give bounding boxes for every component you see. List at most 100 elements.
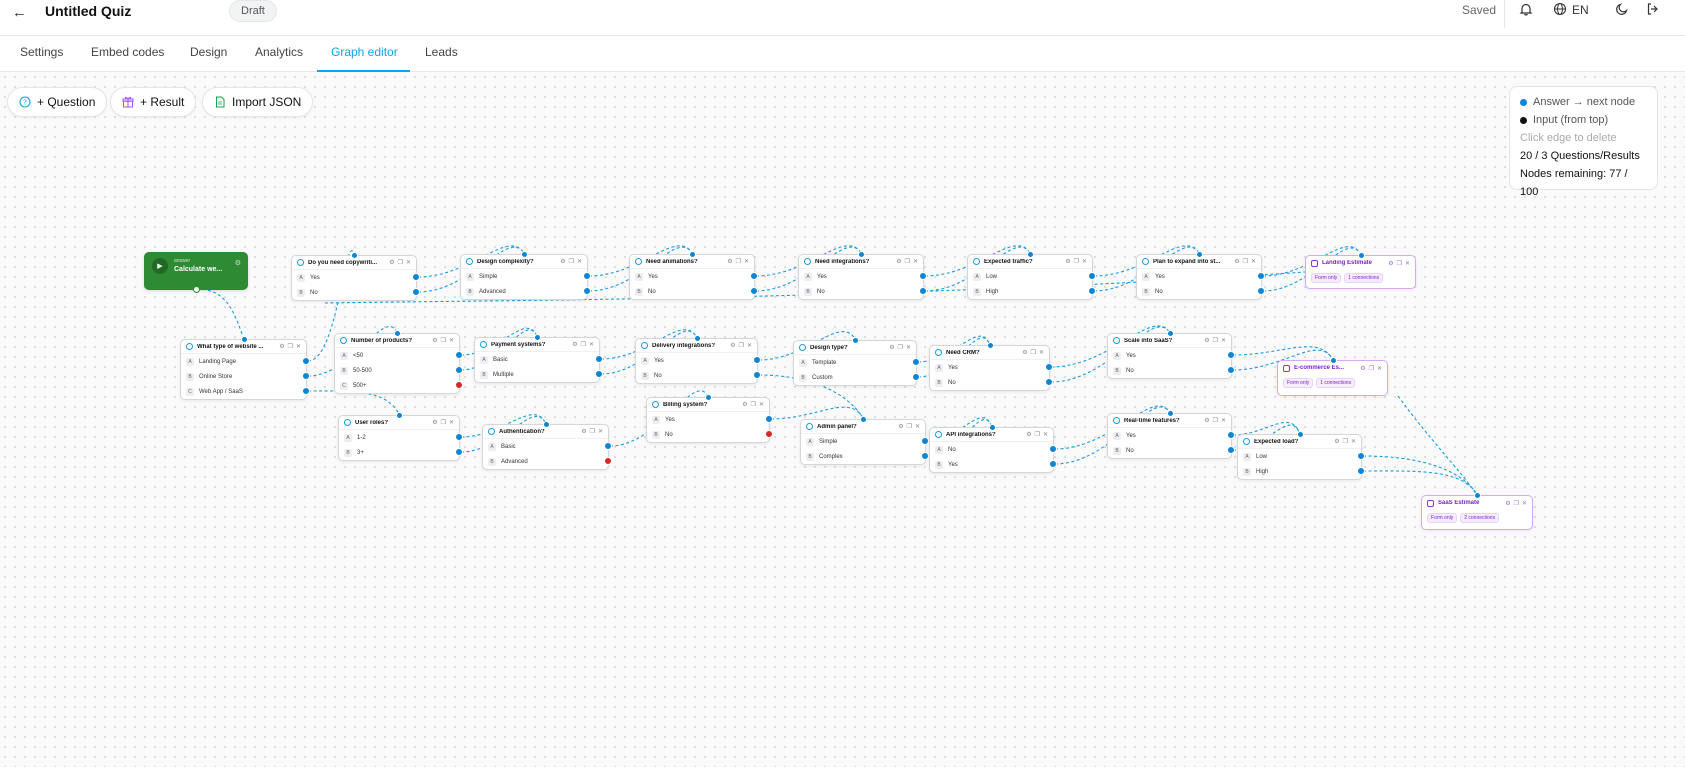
settings-icon[interactable]: ⚙ (581, 429, 587, 435)
settings-icon[interactable]: ⚙ (1026, 432, 1032, 438)
delete-icon[interactable]: ✕ (1220, 338, 1226, 344)
settings-icon[interactable]: ⚙ (896, 259, 902, 265)
delete-icon[interactable]: ✕ (448, 338, 454, 344)
quiz-title[interactable]: Untitled Quiz (45, 3, 132, 19)
answer-output-handle[interactable] (583, 287, 591, 295)
moon-icon[interactable] (1615, 2, 1629, 21)
back-arrow-icon[interactable]: ← (12, 4, 27, 21)
answer-output-handle[interactable] (412, 288, 420, 296)
delete-icon[interactable]: ✕ (1081, 259, 1087, 265)
answer-output-handle[interactable] (750, 272, 758, 280)
tab-design[interactable]: Design (190, 45, 228, 59)
answer-output-handle[interactable] (455, 381, 463, 389)
answer-output-handle[interactable] (1045, 378, 1053, 386)
duplicate-icon[interactable]: ❐ (440, 338, 446, 344)
duplicate-icon[interactable]: ❐ (897, 345, 903, 351)
node-input-handle[interactable] (1329, 357, 1337, 364)
answer-output-handle[interactable] (750, 287, 758, 295)
delete-icon[interactable]: ✕ (912, 259, 918, 265)
answer-output-handle[interactable] (455, 366, 463, 374)
duplicate-icon[interactable]: ❐ (1342, 439, 1348, 445)
answer-output-handle[interactable] (455, 433, 463, 441)
settings-icon[interactable]: ⚙ (432, 338, 438, 344)
answer-output-handle[interactable] (302, 372, 310, 380)
delete-icon[interactable]: ✕ (1350, 439, 1356, 445)
answer-output-handle[interactable] (604, 442, 612, 450)
add-question-button[interactable]: ? + Question (7, 87, 108, 117)
settings-icon[interactable]: ⚙ (1204, 338, 1210, 344)
settings-icon[interactable]: ⚙ (279, 344, 285, 350)
logout-icon[interactable] (1646, 2, 1660, 21)
tab-analytics[interactable]: Analytics (255, 45, 304, 59)
delete-icon[interactable]: ✕ (1042, 432, 1048, 438)
delete-icon[interactable]: ✕ (746, 343, 752, 349)
node-input-handle[interactable] (988, 424, 996, 431)
answer-output-handle[interactable] (302, 357, 310, 365)
node-input-handle[interactable] (689, 251, 696, 258)
delete-icon[interactable]: ✕ (1038, 350, 1044, 356)
settings-icon[interactable]: ⚙ (1505, 500, 1511, 507)
node-input-handle[interactable] (1166, 330, 1174, 337)
answer-output-handle[interactable] (1257, 287, 1265, 295)
delete-icon[interactable]: ✕ (905, 345, 911, 351)
answer-output-handle[interactable] (1049, 445, 1057, 453)
answer-output-handle[interactable] (302, 387, 310, 395)
node-input-handle[interactable] (1296, 431, 1304, 438)
delete-icon[interactable]: ✕ (588, 342, 594, 348)
settings-icon[interactable]: ⚙ (1360, 365, 1366, 372)
node-input-handle[interactable] (396, 412, 403, 419)
delete-icon[interactable]: ✕ (758, 402, 764, 408)
duplicate-icon[interactable]: ❐ (1030, 350, 1036, 356)
answer-output-handle[interactable] (1227, 366, 1235, 374)
duplicate-icon[interactable]: ❐ (738, 343, 744, 349)
delete-icon[interactable]: ✕ (405, 260, 411, 266)
delete-icon[interactable]: ✕ (597, 429, 603, 435)
node-input-handle[interactable] (705, 394, 712, 401)
answer-output-handle[interactable] (912, 358, 920, 366)
answer-row[interactable]: A<50 (335, 348, 463, 363)
node-input-handle[interactable] (534, 334, 541, 341)
answer-output-handle[interactable] (919, 287, 927, 295)
duplicate-icon[interactable]: ❐ (1242, 259, 1248, 265)
delete-icon[interactable]: ✕ (914, 424, 920, 430)
delete-icon[interactable]: ✕ (295, 344, 301, 350)
node-input-handle[interactable] (693, 335, 701, 342)
settings-icon[interactable]: ⚙ (572, 342, 578, 348)
answer-output-handle[interactable] (921, 437, 929, 445)
node-input-handle[interactable] (1357, 252, 1365, 259)
settings-icon[interactable]: ⚙ (1234, 259, 1240, 265)
node-input-handle[interactable] (542, 421, 550, 428)
answer-output-handle[interactable] (455, 448, 463, 456)
